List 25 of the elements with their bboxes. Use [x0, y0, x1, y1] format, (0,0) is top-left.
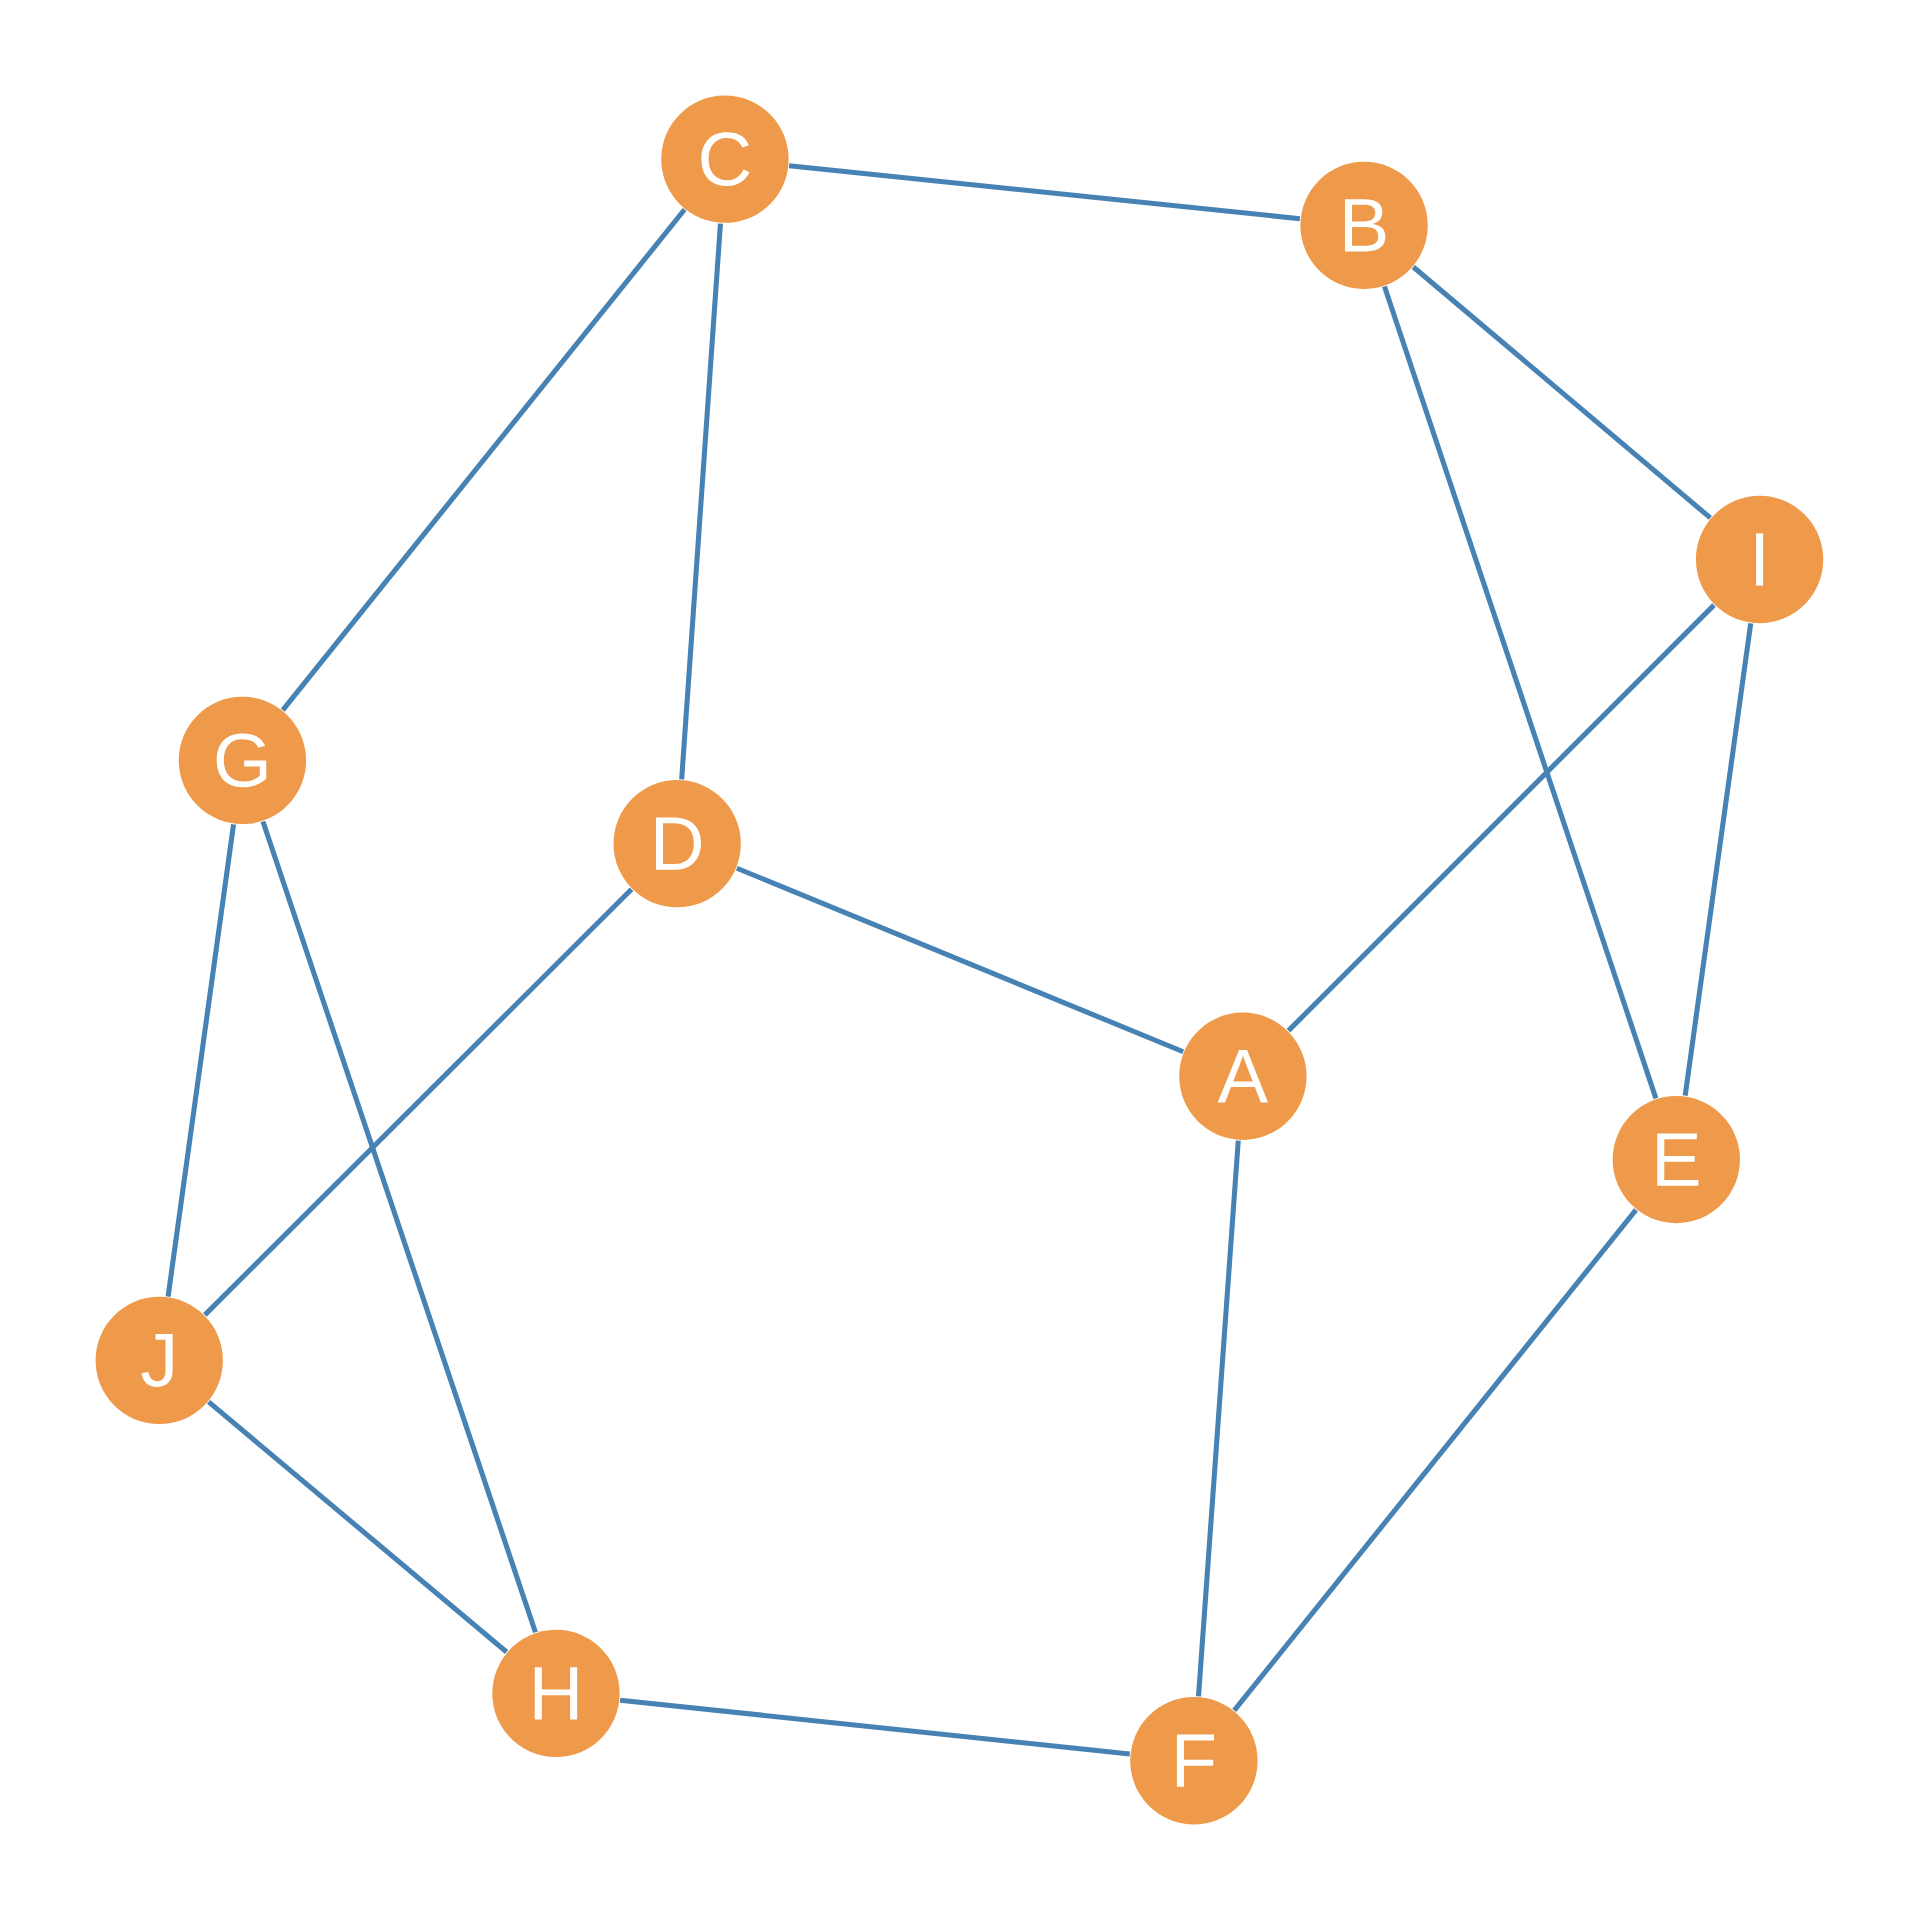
edge-line: [1382, 285, 1659, 1100]
edge-line: [788, 163, 1301, 222]
edge-line: [1196, 1140, 1241, 1697]
edge-line: [1286, 603, 1716, 1033]
edge-line: [619, 1697, 1131, 1757]
graph-vertex: D: [613, 780, 741, 908]
edge-line: [207, 1399, 509, 1654]
graph-vertex: B: [1300, 161, 1428, 289]
graph-vertex: A: [1179, 1012, 1307, 1140]
graph-vertex: J: [95, 1296, 223, 1425]
graph-vertex: F: [1130, 1697, 1258, 1825]
graph-vertex: H: [492, 1629, 620, 1758]
edge-line: [280, 207, 687, 712]
edge-line: [1232, 1208, 1638, 1713]
graph-vertex: C: [661, 95, 789, 223]
edge-line: [165, 823, 237, 1297]
graph-vertex: G: [178, 696, 307, 825]
graph-vertex: I: [1695, 495, 1824, 624]
edge-line: [260, 820, 538, 1634]
edge-line: [1682, 623, 1754, 1096]
edge-line: [203, 887, 634, 1317]
edge-line: [1411, 265, 1712, 520]
edge-line: [735, 865, 1185, 1055]
edge-line: [679, 223, 723, 780]
graph-vertex: E: [1612, 1095, 1740, 1224]
